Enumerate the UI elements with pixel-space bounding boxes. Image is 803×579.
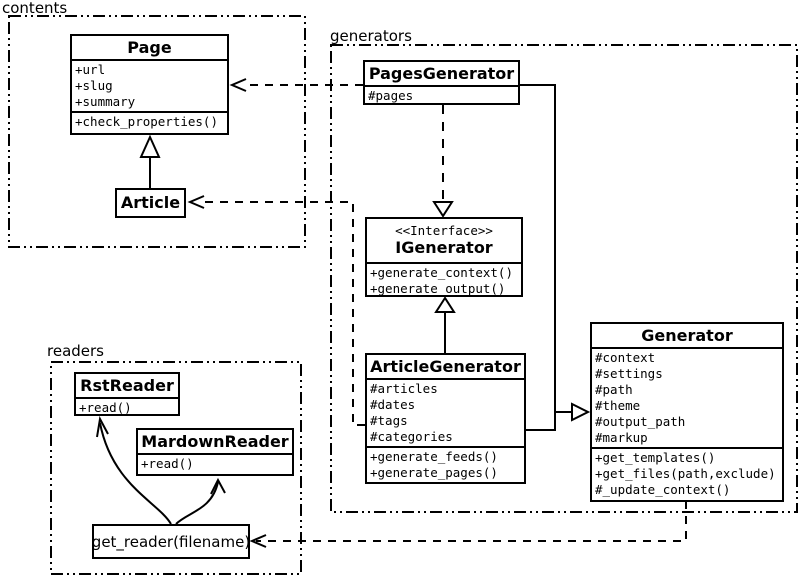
methods-section: +generate_feeds() +generate_pages() xyxy=(367,448,524,482)
method: +read() xyxy=(79,400,132,415)
function-get-reader[interactable]: get_reader(filename) xyxy=(92,524,250,559)
class-article[interactable]: Article xyxy=(115,188,186,218)
attribute: #categories xyxy=(370,429,453,444)
edge-articlegenerator-uses-article xyxy=(204,201,365,426)
method: +get_files(path,exclude) xyxy=(595,466,776,481)
methods-section: +generate_context() +generate_output() xyxy=(367,264,521,296)
attribute: +url xyxy=(75,62,106,77)
method: +read() xyxy=(141,456,194,471)
edge-getreader-to-rstreader xyxy=(99,422,172,525)
attribute: #output_path xyxy=(595,414,686,429)
edge-generators-extend-generator xyxy=(520,84,556,431)
attribute: #markup xyxy=(595,430,648,445)
attribute: +slug xyxy=(75,78,113,93)
class-title-text: IGenerator xyxy=(395,238,493,257)
attribute: #pages xyxy=(368,88,414,103)
attributes-section: #pages xyxy=(365,87,518,103)
class-article-generator[interactable]: ArticleGenerator #articles #dates #tags … xyxy=(365,353,526,484)
inheritance-triangle-icon xyxy=(432,201,454,218)
package-contents-frame[interactable] xyxy=(8,15,306,248)
open-arrowhead-icon xyxy=(229,78,247,92)
method: +generate_context() xyxy=(370,265,513,280)
class-title: RstReader xyxy=(76,374,178,399)
edge-getreader-to-mardownreader xyxy=(175,481,219,525)
open-arrowhead-icon xyxy=(187,195,205,209)
class-title: ArticleGenerator xyxy=(367,355,524,380)
open-arrowhead-icon xyxy=(96,415,109,438)
method: +generate_output() xyxy=(370,281,506,296)
method: +generate_feeds() xyxy=(370,449,498,464)
function-label: get_reader(filename) xyxy=(91,532,251,551)
class-title: Generator xyxy=(592,324,782,349)
methods-section: +read() xyxy=(138,455,292,473)
method: +check_properties() xyxy=(75,114,218,129)
attribute: #theme xyxy=(595,398,641,413)
methods-section: +check_properties() xyxy=(72,113,227,131)
attributes-section: +url +slug +summary xyxy=(72,61,227,113)
attribute: +summary xyxy=(75,94,136,109)
class-title: <<Interface>> IGenerator xyxy=(367,219,521,264)
class-title: PagesGenerator xyxy=(365,62,518,87)
methods-section: +get_templates() +get_files(path,exclude… xyxy=(592,449,782,499)
inheritance-triangle-icon xyxy=(139,134,161,158)
class-igenerator[interactable]: <<Interface>> IGenerator +generate_conte… xyxy=(365,217,523,297)
stereotype-label: <<Interface>> xyxy=(395,223,493,238)
methods-section: +read() xyxy=(76,399,178,415)
class-mardown-reader[interactable]: MardownReader +read() xyxy=(136,428,294,476)
class-title: Page xyxy=(72,36,227,61)
method: +generate_pages() xyxy=(370,465,498,480)
class-title: MardownReader xyxy=(138,430,292,455)
attributes-section: #articles #dates #tags #categories xyxy=(367,380,524,448)
attributes-section: #context #settings #path #theme #output_… xyxy=(592,349,782,449)
attribute: #path xyxy=(595,382,633,397)
attribute: #articles xyxy=(370,381,438,396)
class-page[interactable]: Page +url +slug +summary +check_properti… xyxy=(70,34,229,135)
method: #_update_context() xyxy=(595,482,731,497)
open-arrowhead-icon xyxy=(210,477,226,495)
attribute: #context xyxy=(595,350,656,365)
class-title: Article xyxy=(120,193,181,212)
package-label-generators: generators xyxy=(330,27,412,45)
package-readers-frame[interactable] xyxy=(50,361,302,575)
class-pages-generator[interactable]: PagesGenerator #pages xyxy=(363,60,520,105)
attribute: #settings xyxy=(595,366,663,381)
class-generator[interactable]: Generator #context #settings #path #them… xyxy=(590,322,784,502)
package-generators-frame[interactable] xyxy=(330,44,798,513)
method: +get_templates() xyxy=(595,450,716,465)
package-label-readers: readers xyxy=(47,342,104,360)
inheritance-triangle-icon xyxy=(434,296,456,313)
attribute: #tags xyxy=(370,413,408,428)
attribute: #dates xyxy=(370,397,416,412)
class-rst-reader[interactable]: RstReader +read() xyxy=(74,372,180,416)
inheritance-triangle-icon xyxy=(571,402,591,422)
edge-generator-uses-getreader xyxy=(256,501,687,542)
open-arrowhead-icon xyxy=(249,534,267,548)
package-label-contents: contents xyxy=(2,0,68,17)
